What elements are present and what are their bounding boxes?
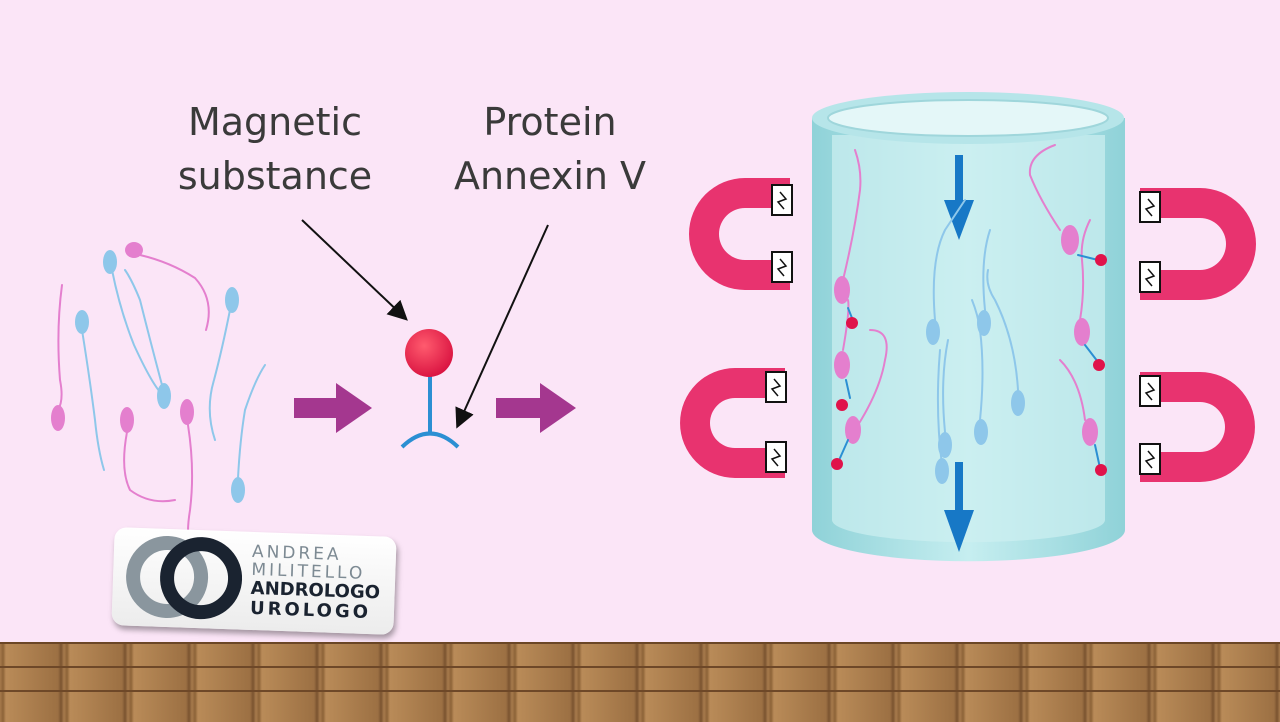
separation-column	[812, 92, 1125, 562]
label-line: Annexin V	[453, 154, 647, 198]
flow-arrow-top	[944, 155, 974, 240]
sperm-blue	[75, 310, 105, 471]
diagram-canvas	[51, 92, 1256, 562]
magnet-bottom-left	[680, 368, 787, 478]
magnet-bottom-right	[1139, 372, 1255, 482]
sperm-cluster	[51, 242, 266, 546]
label-line: Protein	[483, 100, 617, 144]
magnetic-bead	[405, 329, 453, 377]
magnet-top-right	[1139, 188, 1256, 300]
bound-sperm-right	[1028, 144, 1107, 476]
bound-sperm-left	[831, 149, 888, 470]
process-arrow-2	[496, 383, 576, 433]
logo-role-line: UROLOGO	[249, 597, 372, 624]
sperm-blue	[103, 250, 161, 393]
pointer-magnetic	[301, 219, 408, 321]
label-magnetic-substance: Magnetic substance	[170, 95, 380, 203]
sperm-blue	[231, 364, 266, 503]
sperm-blue	[124, 269, 171, 409]
unbound-sperm	[926, 199, 1025, 484]
wooden-floor	[0, 642, 1280, 722]
label-line: Magnetic	[187, 100, 362, 144]
logo-badge: ANDREA MILITELLO ANDROLOGO UROLOGO	[111, 527, 397, 635]
sperm-blue	[208, 287, 239, 441]
sperm-pink	[120, 407, 176, 503]
sperm-pink	[51, 284, 65, 431]
flow-arrow-bottom	[944, 462, 974, 552]
magnetic-bead-complex	[400, 329, 460, 449]
pointer-protein	[455, 224, 549, 429]
logo-mark-icon	[126, 535, 243, 620]
label-protein-annexin: Protein Annexin V	[440, 95, 660, 203]
sperm-pink	[125, 242, 210, 331]
process-arrow-1	[294, 383, 372, 433]
sperm-pink	[180, 399, 194, 546]
magnet-top-left	[689, 178, 793, 290]
label-line: substance	[177, 154, 373, 198]
